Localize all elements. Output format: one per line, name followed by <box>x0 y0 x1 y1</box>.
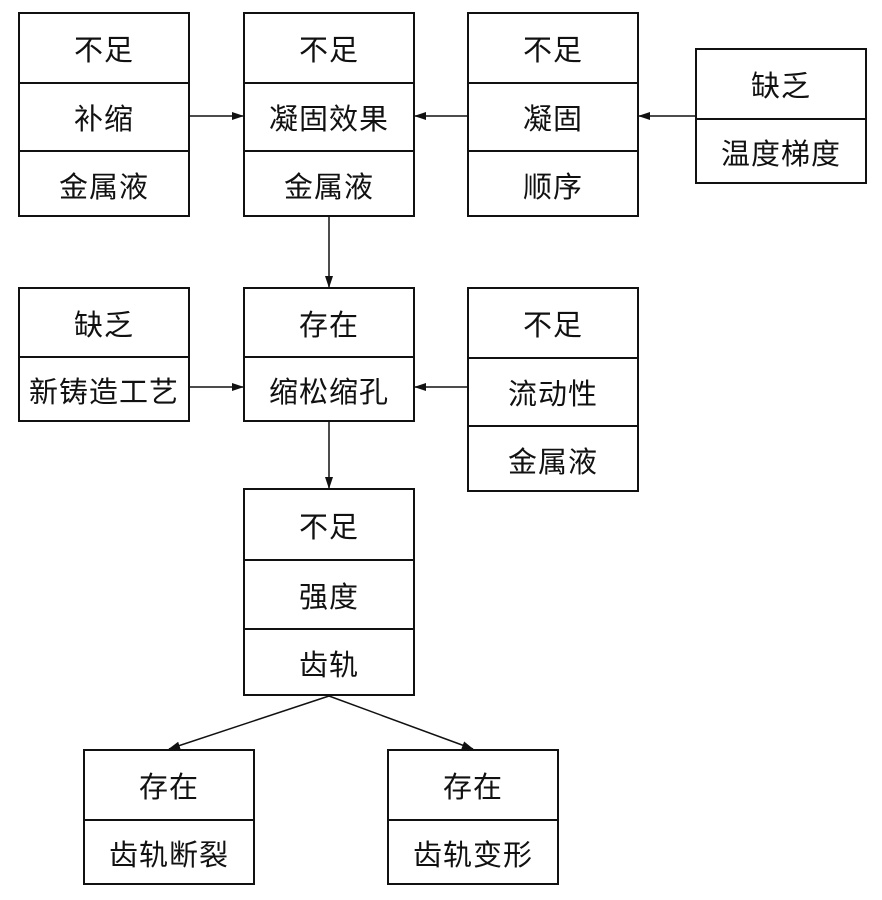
box-cell: 缩松缩孔 <box>245 356 413 422</box>
box-cell: 齿轨变形 <box>389 819 557 885</box>
box-rack-fracture: 存在 齿轨断裂 <box>83 749 255 885</box>
box-insufficient-feeding: 不足 补缩 金属液 <box>18 12 190 217</box>
box-cell: 顺序 <box>469 150 637 217</box>
box-cell: 温度梯度 <box>697 118 865 184</box>
box-cell: 缺乏 <box>750 69 811 103</box>
box-cell: 齿轨 <box>245 628 413 696</box>
box-cell: 不足 <box>522 33 583 67</box>
box-insufficient-solidification-effect: 不足 凝固效果 金属液 <box>243 12 415 217</box>
box-cell: 存在 <box>442 770 503 804</box>
box-insufficient-rack-strength: 不足 强度 齿轨 <box>243 488 415 696</box>
box-shrinkage-porosity: 存在 缩松缩孔 <box>243 287 415 422</box>
box-lack-new-casting-process: 缺乏 新铸造工艺 <box>18 287 190 422</box>
box-cell: 缺乏 <box>73 307 134 342</box>
box-lack-temperature-gradient: 缺乏 温度梯度 <box>695 48 867 184</box>
arrow-strength-to-deformation <box>328 695 474 750</box>
box-cell: 金属液 <box>20 150 188 217</box>
box-cell: 存在 <box>298 307 359 342</box>
box-cell: 齿轨断裂 <box>85 819 253 885</box>
box-cell: 不足 <box>298 509 359 544</box>
box-cell: 新铸造工艺 <box>20 356 188 422</box>
box-cell: 强度 <box>245 559 413 628</box>
box-cell: 流动性 <box>469 357 637 425</box>
box-cell: 凝固 <box>469 82 637 150</box>
box-cell: 存在 <box>138 770 199 804</box>
box-cell: 金属液 <box>245 150 413 217</box>
box-cell: 金属液 <box>469 425 637 492</box>
box-insufficient-fluidity: 不足 流动性 金属液 <box>467 287 639 492</box>
box-cell: 不足 <box>298 33 359 67</box>
box-cell: 不足 <box>522 308 583 342</box>
box-cell: 补缩 <box>20 82 188 150</box>
box-cell: 凝固效果 <box>245 82 413 150</box>
box-insufficient-solidification-sequence: 不足 凝固 顺序 <box>467 12 639 217</box>
box-cell: 不足 <box>73 33 134 67</box>
arrow-strength-to-fracture <box>168 695 330 750</box>
box-rack-deformation: 存在 齿轨变形 <box>387 749 559 885</box>
